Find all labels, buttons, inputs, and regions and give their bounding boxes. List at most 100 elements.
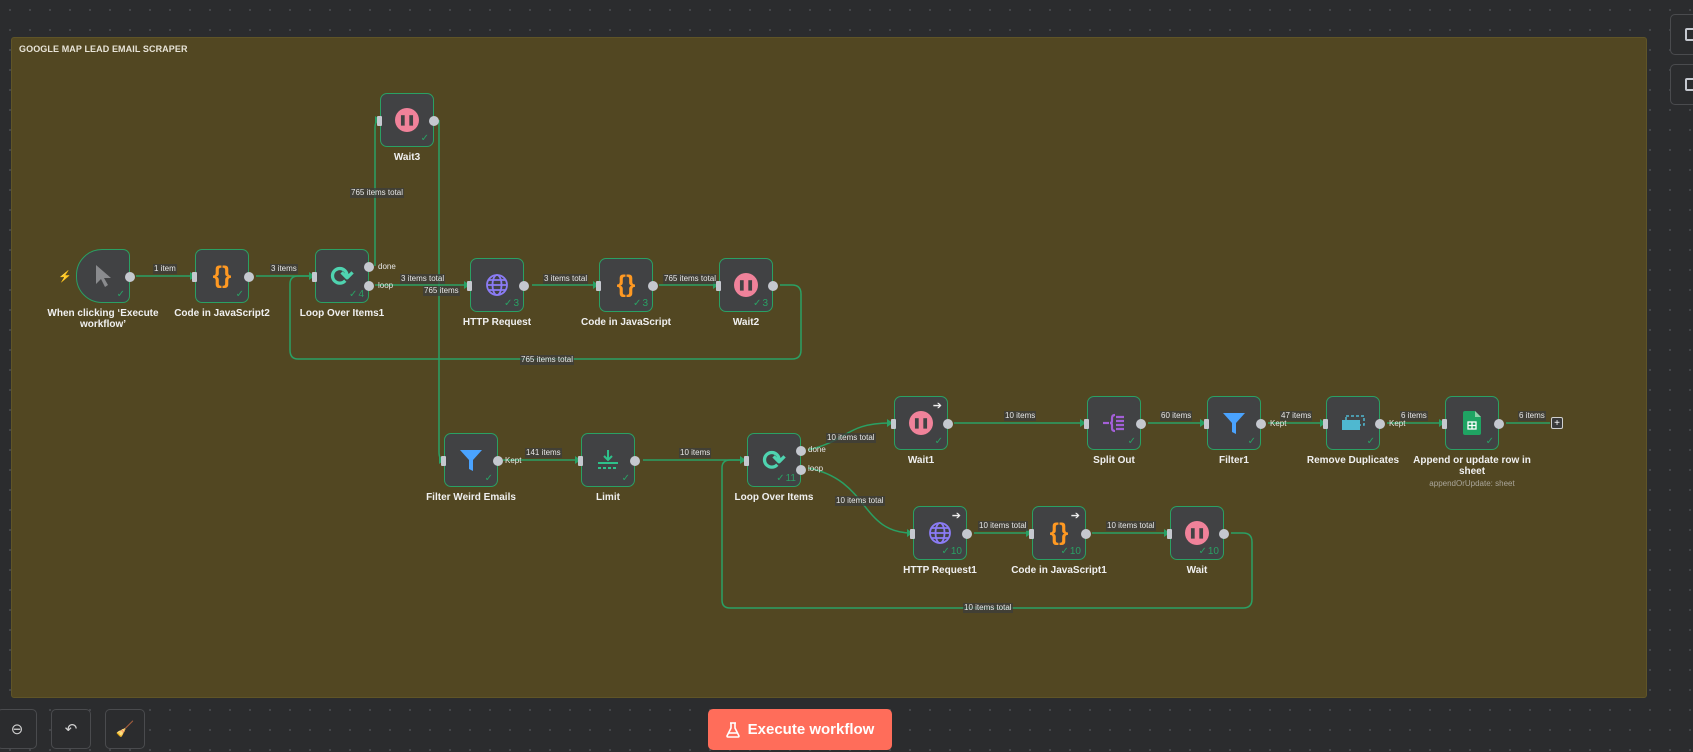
output-handle[interactable] (125, 272, 135, 282)
node-label: Append or update row in sheet (1413, 455, 1531, 477)
edge-label: 765 items total (663, 274, 718, 284)
input-handle[interactable] (1029, 529, 1034, 539)
success-check-icon: ✓3 (753, 298, 768, 309)
node-loop1[interactable]: ⟳ ✓4 (312, 249, 374, 303)
output-handle-kept[interactable] (1375, 419, 1385, 429)
node-label: Remove Duplicates (1306, 455, 1400, 466)
output-handle-done[interactable] (796, 446, 806, 456)
output-handle[interactable] (630, 456, 640, 466)
input-handle[interactable] (910, 529, 915, 539)
output-handle-done[interactable] (364, 262, 374, 272)
code-braces-icon: {} (1049, 519, 1069, 546)
node-dedupe[interactable]: ✓ (1323, 396, 1385, 450)
edge-label: 60 items (1160, 411, 1193, 421)
node-code[interactable]: {} ✓3 (596, 258, 658, 312)
input-handle[interactable] (1084, 419, 1089, 429)
success-check-icon: ✓ (484, 473, 493, 484)
add-node-button[interactable]: + (1551, 417, 1563, 429)
node-wait[interactable]: ❚❚ ✓10 (1167, 506, 1229, 560)
success-check-icon: ✓ (116, 289, 125, 300)
node-http1[interactable]: ➔ ✓10 (910, 506, 972, 560)
node-loop[interactable]: ⟳ ✓11 (744, 433, 806, 487)
output-handle[interactable] (1494, 419, 1504, 429)
input-handle[interactable] (1323, 419, 1328, 429)
node-code1[interactable]: ➔ {} ✓10 (1029, 506, 1091, 560)
panel-icon (1685, 78, 1693, 91)
input-handle[interactable] (377, 116, 382, 126)
node-label: HTTP Request1 (903, 565, 977, 576)
output-handle[interactable] (768, 281, 778, 291)
node-wait1[interactable]: ➔ ❚❚ ✓ (891, 396, 953, 450)
node-label: Wait (1186, 565, 1208, 576)
input-handle[interactable] (744, 456, 749, 466)
input-handle[interactable] (716, 281, 721, 291)
item-count: 10 (950, 546, 962, 557)
input-handle[interactable] (1167, 529, 1172, 539)
output-handle[interactable] (1136, 419, 1146, 429)
output-handle[interactable] (648, 281, 658, 291)
trigger-bolt-icon: ⚡ (58, 271, 72, 283)
input-handle[interactable] (312, 272, 317, 282)
node-wait3[interactable]: ❚❚ ✓ (377, 93, 439, 147)
handle-label-kept: Kept (1270, 419, 1287, 428)
output-handle-kept[interactable] (1256, 419, 1266, 429)
panel-toggle-button[interactable] (1670, 64, 1693, 105)
input-handle[interactable] (192, 272, 197, 282)
input-handle[interactable] (1204, 419, 1209, 429)
output-handle-kept[interactable] (493, 456, 503, 466)
zoom-out-button[interactable]: ⊖ (0, 709, 37, 749)
item-count: 4 (358, 289, 364, 300)
output-handle[interactable] (943, 419, 953, 429)
node-code2[interactable]: {} ✓ (192, 249, 254, 303)
input-handle[interactable] (467, 281, 472, 291)
output-handle[interactable] (244, 272, 254, 282)
node-label: Wait2 (732, 317, 760, 328)
sticky-note[interactable]: GOOGLE MAP LEAD EMAIL SCRAPER (11, 37, 1647, 698)
output-handle[interactable] (1081, 529, 1091, 539)
success-check-icon: ✓11 (776, 473, 796, 484)
input-handle[interactable] (441, 456, 446, 466)
input-handle[interactable] (1442, 419, 1447, 429)
undo-button[interactable]: ↶ (51, 709, 91, 749)
pause-icon: ❚❚ (720, 259, 772, 311)
edge-label: 3 items total (400, 274, 446, 284)
output-handle-loop[interactable] (364, 281, 374, 291)
edge-label: 765 items total (520, 355, 575, 365)
code-braces-icon: {} (616, 271, 636, 298)
node-filterw[interactable]: ✓ (441, 433, 503, 487)
edge-label: 6 items (1400, 411, 1428, 421)
node-trigger[interactable]: ✓ (76, 249, 135, 303)
output-handle[interactable] (429, 116, 439, 126)
success-check-icon: ✓10 (1060, 546, 1081, 557)
edge-label: 10 items (1004, 411, 1037, 421)
node-filter1[interactable]: ✓ (1204, 396, 1266, 450)
item-count: 3 (762, 298, 768, 309)
input-handle[interactable] (891, 419, 896, 429)
item-count: 10 (1069, 546, 1081, 557)
node-sheet[interactable]: ✓ (1442, 396, 1504, 450)
handle-label-done: done (808, 445, 826, 454)
pause-icon: ❚❚ (381, 94, 433, 146)
sticky-note-button[interactable] (1670, 14, 1693, 55)
node-label: Loop Over Items1 (299, 308, 385, 319)
node-label: When clicking ‘Execute workflow’ (47, 308, 159, 330)
output-handle[interactable] (962, 529, 972, 539)
node-label: Code in JavaScript1 (1011, 565, 1107, 576)
node-wait2[interactable]: ❚❚ ✓3 (716, 258, 778, 312)
globe-icon (914, 507, 966, 559)
item-count: 3 (513, 298, 519, 309)
execute-workflow-button[interactable]: Execute workflow (708, 709, 892, 750)
node-http[interactable]: ✓3 (467, 258, 529, 312)
node-limit[interactable]: ✓ (578, 433, 640, 487)
output-handle[interactable] (1219, 529, 1229, 539)
input-handle[interactable] (578, 456, 583, 466)
output-handle-loop[interactable] (796, 465, 806, 475)
handle-label-kept: Kept (505, 456, 522, 465)
output-handle[interactable] (519, 281, 529, 291)
clear-execution-button[interactable]: 🧹 (105, 709, 145, 749)
success-check-icon: ✓ (235, 289, 244, 300)
input-handle[interactable] (596, 281, 601, 291)
flask-icon (725, 721, 740, 738)
undo-icon: ↶ (64, 721, 78, 738)
node-split[interactable]: ✓ (1084, 396, 1146, 450)
